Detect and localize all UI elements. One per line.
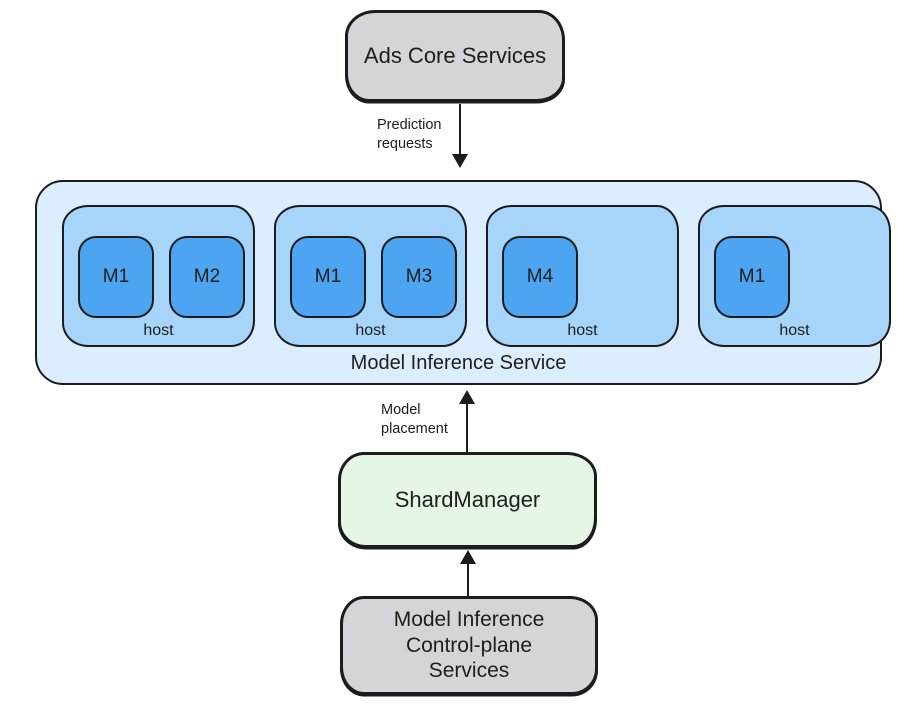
host-label: host bbox=[779, 322, 810, 339]
model-box: M1 bbox=[714, 236, 790, 318]
arrow-line bbox=[465, 404, 469, 452]
model-box: M4 bbox=[502, 236, 578, 318]
model-label: M1 bbox=[102, 266, 130, 287]
model-label: M2 bbox=[193, 266, 221, 287]
arrowhead-up-icon bbox=[459, 390, 475, 404]
shard-manager-box: ShardManager bbox=[338, 452, 597, 548]
prediction-requests-label: Prediction requests bbox=[377, 117, 442, 153]
model-box: M1 bbox=[290, 236, 366, 318]
control-plane-services-box: Model Inference Control-plane Services bbox=[340, 596, 598, 695]
arrowhead-up-icon bbox=[460, 550, 476, 564]
ads-core-services-box: Ads Core Services bbox=[345, 10, 565, 102]
model-inference-service-title: Model Inference Service bbox=[350, 352, 567, 374]
shard-manager-label: ShardManager bbox=[394, 487, 541, 512]
model-label: M1 bbox=[738, 266, 766, 287]
model-label: M4 bbox=[526, 266, 554, 287]
model-box: M2 bbox=[169, 236, 245, 318]
host-box-4: M1 host bbox=[698, 205, 891, 347]
host-label: host bbox=[567, 322, 598, 339]
control-plane-arrow bbox=[460, 550, 476, 596]
model-box: M1 bbox=[78, 236, 154, 318]
arrowhead-down-icon bbox=[452, 154, 468, 168]
model-box: M3 bbox=[381, 236, 457, 318]
model-placement-arrow bbox=[459, 390, 475, 452]
model-label: M3 bbox=[405, 266, 433, 287]
arrow-line bbox=[458, 104, 462, 154]
model-inference-service-box: M1 M2 host M1 M3 host M4 host M1 bbox=[35, 180, 891, 385]
control-plane-services-label: Model Inference Control-plane Services bbox=[393, 608, 545, 683]
model-label: M1 bbox=[314, 266, 342, 287]
arrow-line bbox=[466, 564, 470, 596]
host-box-2: M1 M3 host bbox=[274, 205, 467, 347]
model-placement-label: Model placement bbox=[381, 402, 448, 438]
host-label: host bbox=[355, 322, 386, 339]
prediction-requests-arrow bbox=[452, 104, 468, 168]
host-box-1: M1 M2 host bbox=[62, 205, 255, 347]
host-box-3: M4 host bbox=[486, 205, 679, 347]
host-label: host bbox=[143, 322, 174, 339]
ads-core-services-label: Ads Core Services bbox=[363, 43, 547, 68]
